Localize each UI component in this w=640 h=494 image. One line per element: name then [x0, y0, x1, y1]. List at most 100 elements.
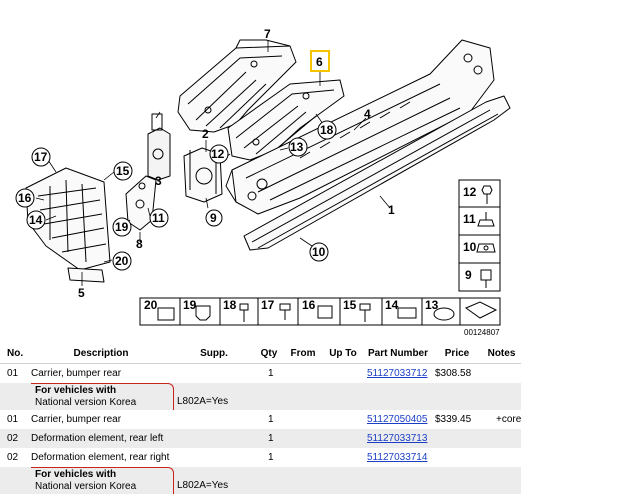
cell-notes	[482, 429, 521, 448]
cell-from	[284, 448, 322, 467]
callout-12: 12	[211, 147, 225, 161]
exploded-view-drawing: 7 6 4 18 2 12 13 17 15 16 14 3 11 9 19 8…	[15, 27, 511, 337]
image-number: 00124807	[464, 328, 500, 337]
callout-20: 20	[115, 254, 129, 268]
bottom-legend-labels: 20 19 18 17 16 15 14 13	[144, 298, 439, 312]
part-number-link[interactable]: 51127033714	[367, 452, 428, 463]
bottom-legend	[139, 297, 501, 326]
table-row: 02 Deformation element, rear right 1 511…	[0, 448, 521, 467]
cell-description: Deformation element, rear right	[28, 448, 174, 467]
callout-18: 18	[320, 123, 334, 137]
cell-upto	[322, 410, 364, 429]
header-from: From	[284, 344, 322, 364]
cell-supp	[174, 429, 254, 448]
header-description: Description	[28, 344, 174, 364]
cell-qty: 1	[254, 410, 284, 429]
part-number-link[interactable]: 51127050405	[367, 414, 428, 425]
parts-table: No. Description Supp. Qty From Up To Par…	[0, 344, 521, 494]
cell-upto	[322, 363, 364, 383]
part-6-drawing	[227, 79, 345, 161]
vehicle-note: For vehicles with National version Korea	[31, 383, 174, 410]
side-legend-9: 9	[465, 268, 472, 282]
side-legend-12: 12	[463, 185, 477, 199]
cell-price: $339.45	[432, 410, 482, 429]
cell-qty: 1	[254, 448, 284, 467]
cell-qty: 1	[254, 429, 284, 448]
cell-notes	[482, 448, 521, 467]
cell-from	[284, 363, 322, 383]
callout-6[interactable]: 6	[316, 55, 323, 69]
bottom-legend-20: 20	[144, 298, 158, 312]
parts-diagram: 7 6 4 18 2 12 13 17 15 16 14 3 11 9 19 8…	[15, 27, 511, 337]
callout-8: 8	[136, 237, 143, 251]
cell-qty: 1	[254, 363, 284, 383]
header-qty: Qty	[254, 344, 284, 364]
callout-labels: 7 6 4 18 2 12 13 17 15 16 14 3 11 9 19 8…	[15, 27, 395, 300]
cell-price: $308.58	[432, 363, 482, 383]
cell-from	[284, 429, 322, 448]
callout-1: 1	[388, 203, 395, 217]
cell-no: 01	[0, 363, 28, 383]
callout-10: 10	[312, 245, 326, 259]
table-row: 02 Deformation element, rear left 1 5112…	[0, 429, 521, 448]
bottom-legend-14: 14	[385, 298, 399, 312]
callout-2: 2	[202, 127, 209, 141]
cell-notes	[482, 363, 521, 383]
table-header-row: No. Description Supp. Qty From Up To Par…	[0, 344, 521, 364]
part-number-link[interactable]: 51127033713	[367, 433, 428, 444]
cell-description: Carrier, bumper rear	[28, 363, 174, 383]
cell-description: Deformation element, rear left	[28, 429, 174, 448]
cell-supp	[174, 410, 254, 429]
header-part-number: Part Number	[364, 344, 432, 364]
callout-14: 14	[29, 213, 43, 227]
bottom-legend-18: 18	[223, 298, 237, 312]
note-title: For vehicles with	[35, 469, 117, 480]
cell-price	[432, 429, 482, 448]
note-text: National version Korea	[35, 397, 137, 408]
callout-17: 17	[34, 150, 48, 164]
cell-from	[284, 410, 322, 429]
callout-4: 4	[364, 107, 371, 121]
callout-19: 19	[115, 220, 129, 234]
part-7-drawing	[177, 39, 297, 133]
part-1-bumper-bar-drawing	[243, 95, 511, 251]
cell-notes: +core	[482, 410, 521, 429]
callout-5: 5	[78, 286, 85, 300]
part-2-drawing	[183, 147, 223, 203]
side-legend-10: 10	[463, 240, 477, 254]
side-legend	[458, 179, 501, 292]
cell-no: 02	[0, 448, 28, 467]
side-legend-labels: 12 11 10 9	[463, 185, 477, 282]
header-notes: Notes	[482, 344, 521, 364]
note-title: For vehicles with	[35, 385, 117, 396]
selected-callout-highlight	[310, 50, 330, 72]
cell-no: 02	[0, 429, 28, 448]
bottom-legend-19: 19	[183, 298, 197, 312]
note-text: National version Korea	[35, 481, 137, 492]
cell-supp	[174, 363, 254, 383]
cell-part-number: 51127033713	[364, 429, 432, 448]
cell-no: 01	[0, 410, 28, 429]
cell-upto	[322, 429, 364, 448]
part-number-link[interactable]: 51127033712	[367, 368, 428, 379]
cell-price	[432, 448, 482, 467]
part-4-carrier-drawing	[225, 39, 495, 215]
table-row: 01 Carrier, bumper rear 1 51127050405 $3…	[0, 410, 521, 429]
bottom-legend-17: 17	[261, 298, 275, 312]
header-upto: Up To	[322, 344, 364, 364]
bottom-legend-13: 13	[425, 298, 439, 312]
table-note-row: For vehicles with National version Korea…	[0, 467, 521, 494]
header-supp: Supp.	[174, 344, 254, 364]
cell-part-number: 51127033712	[364, 363, 432, 383]
part-3-drawing	[147, 113, 171, 181]
callout-7: 7	[264, 27, 271, 41]
bottom-legend-15: 15	[343, 298, 357, 312]
cell-part-number: 51127033714	[364, 448, 432, 467]
cell-upto	[322, 448, 364, 467]
cell-supp: L802A=Yes	[174, 467, 254, 494]
callout-13: 13	[290, 140, 304, 154]
table-row: 01 Carrier, bumper rear 1 51127033712 $3…	[0, 363, 521, 383]
cell-supp: L802A=Yes	[174, 383, 254, 410]
bottom-legend-16: 16	[302, 298, 316, 312]
cell-description: Carrier, bumper rear	[28, 410, 174, 429]
